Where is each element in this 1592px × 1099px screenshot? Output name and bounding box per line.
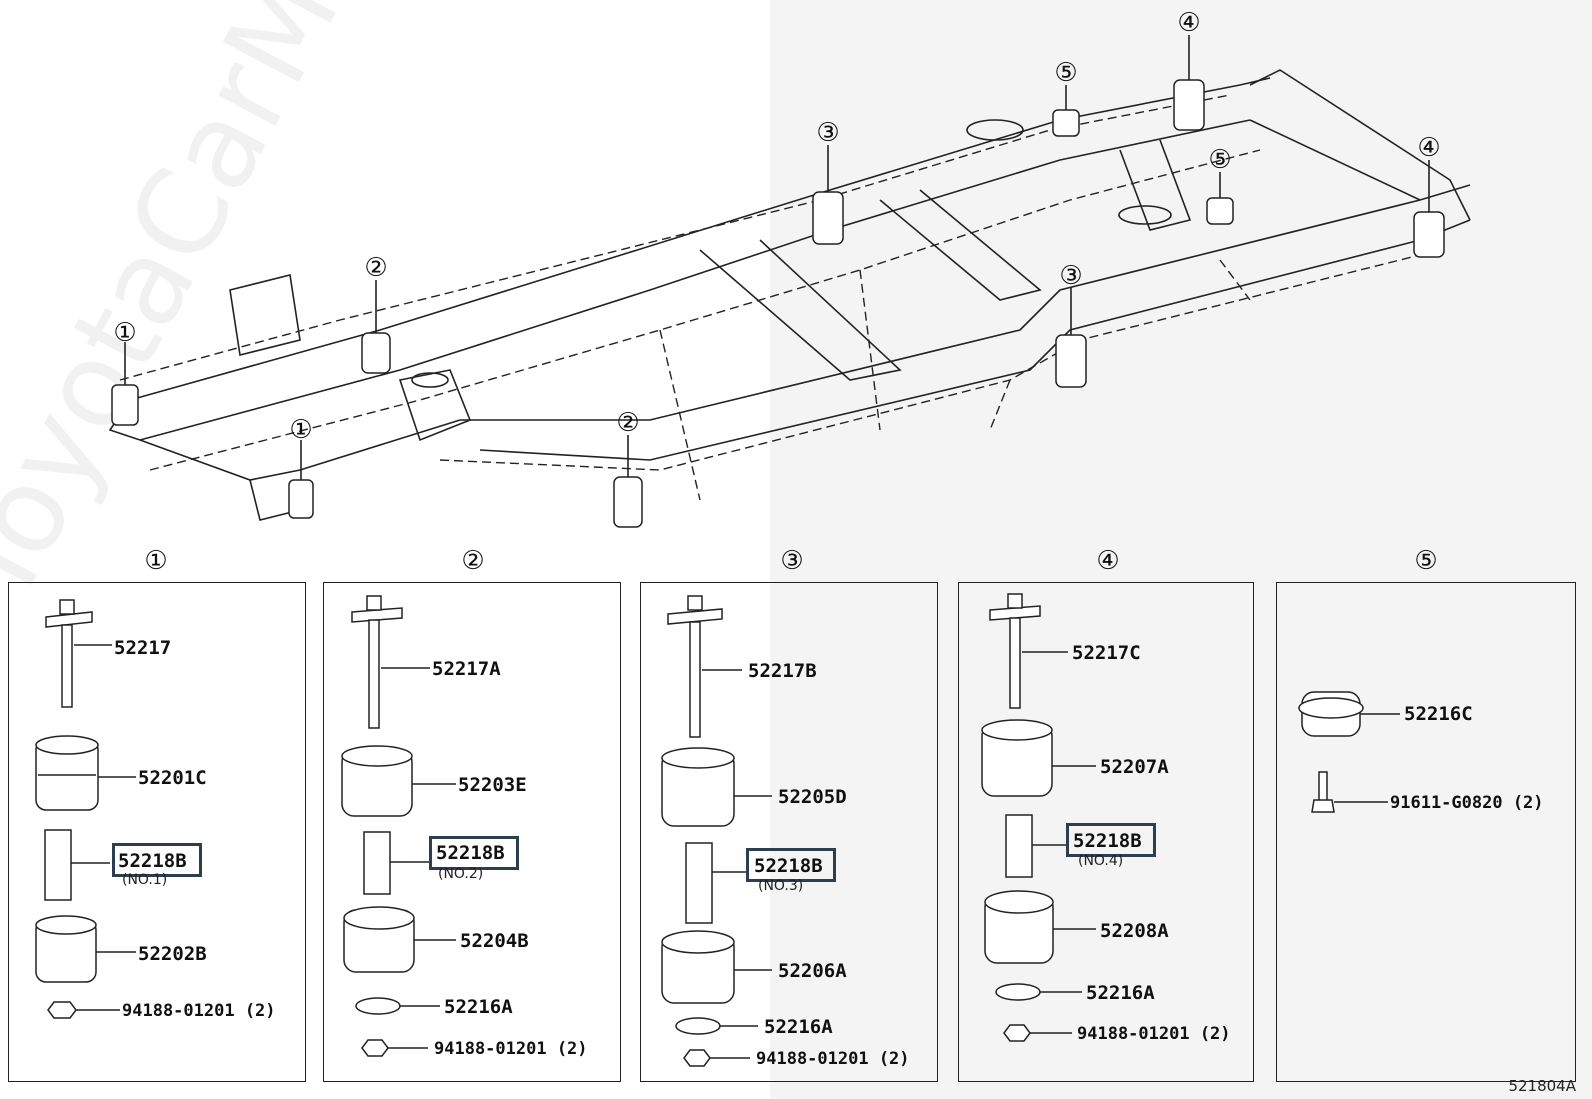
part-number-bolt: 52217 — [114, 637, 172, 659]
panel-number-1: ① — [144, 546, 168, 576]
part-number-upper-cushion: 52205D — [778, 786, 847, 808]
mount-3a — [812, 145, 844, 245]
frame-callout-2: ② — [616, 408, 640, 438]
part-number-nut: 94188-01201 (2) — [1077, 1024, 1231, 1044]
mount-2a — [361, 280, 391, 374]
panel-number-4: ④ — [1096, 546, 1120, 576]
frame-illustration — [108, 35, 1471, 528]
part-number-lower-cushion: 52206A — [778, 960, 847, 982]
mount-1a — [111, 342, 139, 426]
nut-icon — [361, 1039, 428, 1057]
frame-callout-1: ① — [289, 415, 313, 445]
collar-subscript: (NO.2) — [438, 866, 484, 882]
background-shade — [770, 0, 1592, 1099]
lower-cushion-icon — [984, 890, 1096, 964]
panel-1 — [8, 582, 306, 1082]
frame-callout-4: ④ — [1417, 133, 1441, 163]
panel-number-3: ③ — [780, 546, 804, 576]
panel-number-2: ② — [461, 546, 485, 576]
panel-3 — [640, 582, 938, 1082]
upper-cushion-icon — [35, 735, 136, 811]
lower-cushion-icon — [35, 915, 136, 983]
washer-icon — [995, 983, 1082, 1001]
part-number-collar: 52218B — [118, 850, 187, 872]
mount-4b — [1413, 160, 1445, 258]
part-number-washer: 52216A — [764, 1016, 833, 1038]
upper-cushion-icon — [341, 745, 456, 817]
part-number-washer: 52216A — [444, 996, 513, 1018]
collar-subscript: (NO.1) — [122, 872, 168, 888]
part-number-nut: 94188-01201 (2) — [122, 1001, 276, 1021]
frame-callout-1: ① — [113, 318, 137, 348]
bolt-icon — [1311, 771, 1388, 813]
part-number-lower-cushion: 52204B — [460, 930, 529, 952]
diagram-code: 521804A — [1508, 1077, 1576, 1095]
mount-5b — [1206, 172, 1234, 225]
part-number-nut: 94188-01201 (2) — [756, 1049, 910, 1069]
frame-callout-5: ⑤ — [1208, 145, 1232, 175]
part-number-bolt: 52217A — [432, 658, 501, 680]
panel-4 — [958, 582, 1254, 1082]
frame-callout-3: ③ — [1059, 261, 1083, 291]
collar-icon — [685, 842, 748, 924]
part-number-collar: 52218B — [436, 842, 505, 864]
frame-callout-3: ③ — [816, 118, 840, 148]
part-number-washer: 52216A — [1086, 982, 1155, 1004]
part-number-upper-cushion: 52201C — [138, 767, 207, 789]
part-number-bolt: 91611-G0820 (2) — [1390, 793, 1544, 813]
collar-highlight-box[interactable] — [429, 836, 519, 870]
frame-rails — [108, 69, 1471, 521]
part-number-lower-cushion: 52208A — [1100, 920, 1169, 942]
cushion-icon — [1298, 691, 1400, 737]
collar-icon — [1005, 814, 1066, 878]
collar-highlight-box[interactable] — [112, 843, 202, 877]
bolt-icon — [989, 593, 1068, 709]
panel-2 — [323, 582, 621, 1082]
part-number-collar: 52218B — [754, 855, 823, 877]
nut-icon — [47, 1001, 120, 1019]
upper-cushion-icon — [661, 747, 772, 827]
mount-2b — [613, 435, 643, 528]
bolt-icon — [667, 595, 742, 738]
collar-subscript: (NO.4) — [1078, 853, 1124, 869]
mount-5a — [1052, 85, 1080, 137]
collar-icon — [363, 831, 430, 895]
collar-highlight-box[interactable] — [1066, 823, 1156, 857]
part-number-cushion: 52216C — [1404, 703, 1473, 725]
upper-cushion-icon — [981, 719, 1096, 797]
bolt-icon — [45, 599, 112, 708]
panel-number-5: ⑤ — [1414, 546, 1438, 576]
part-number-collar: 52218B — [1073, 830, 1142, 852]
mount-1b — [288, 440, 314, 519]
part-number-bolt: 52217B — [748, 660, 817, 682]
lower-cushion-icon — [343, 906, 456, 973]
washer-icon — [355, 997, 440, 1015]
frame-callout-5: ⑤ — [1054, 58, 1078, 88]
panel-5 — [1276, 582, 1576, 1082]
collar-highlight-box[interactable] — [746, 848, 836, 882]
lower-cushion-icon — [661, 930, 772, 1004]
collar-icon — [44, 829, 110, 901]
part-number-bolt: 52217C — [1072, 642, 1141, 664]
collar-subscript: (NO.3) — [758, 878, 804, 894]
washer-icon — [675, 1017, 758, 1035]
nut-icon — [1003, 1024, 1072, 1042]
frame-callout-2: ② — [364, 253, 388, 283]
nut-icon — [683, 1049, 750, 1067]
frame-callout-4: ④ — [1177, 8, 1201, 38]
part-number-nut: 94188-01201 (2) — [434, 1039, 588, 1059]
part-number-upper-cushion: 52203E — [458, 774, 527, 796]
part-number-upper-cushion: 52207A — [1100, 756, 1169, 778]
mount-4a — [1173, 35, 1205, 131]
mount-3b — [1055, 288, 1087, 388]
bolt-icon — [351, 595, 430, 729]
part-number-lower-cushion: 52202B — [138, 943, 207, 965]
